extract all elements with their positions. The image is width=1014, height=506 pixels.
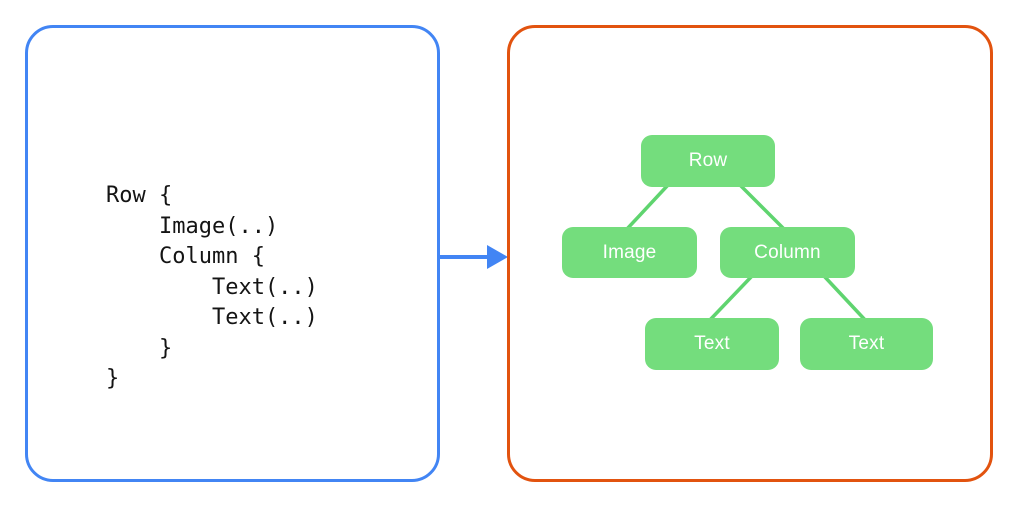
tree-edges [625,183,869,324]
tree-node-image[interactable]: Image [562,227,697,278]
tree-node-text-2[interactable]: Text [800,318,933,370]
tree-node-text-1[interactable]: Text [645,318,779,370]
code-snippet: Row { Image(..) Column { Text(..) Text(.… [106,183,318,391]
edge-column-text1 [706,274,754,324]
tree-node-column[interactable]: Column [720,227,855,278]
code-panel: Row { Image(..) Column { Text(..) Text(.… [25,25,440,482]
tree-node-row[interactable]: Row [641,135,775,187]
edge-column-text2 [822,274,869,324]
edge-row-image [625,183,670,231]
edge-row-column [738,183,786,231]
arrow-right-icon [439,245,508,269]
